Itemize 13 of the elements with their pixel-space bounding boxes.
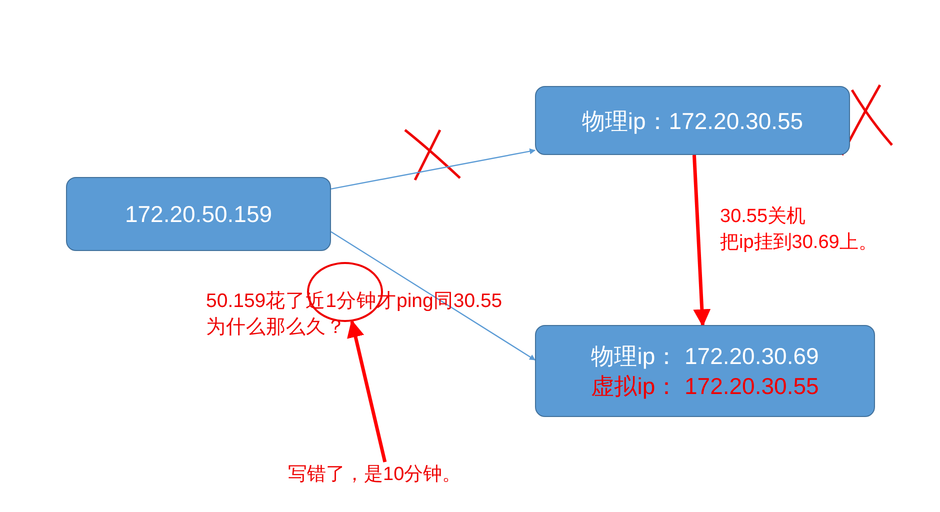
box-text: 虚拟ip： 172.20.30.55	[591, 372, 819, 401]
box-text: 172.20.50.159	[124, 200, 272, 229]
box-text: 物理ip：172.20.30.55	[582, 106, 804, 136]
note-text: 写错了，是10分钟。	[288, 462, 488, 488]
arrow	[330, 231, 536, 360]
edge-label: 30.55关机把ip挂到30.69上。	[720, 205, 878, 255]
box-text: 物理ip： 172.20.30.69	[591, 342, 819, 371]
arrow	[330, 148, 536, 190]
arrow	[347, 320, 387, 462]
process-box	[535, 86, 850, 155]
arrow	[692, 154, 711, 327]
process-box	[66, 177, 331, 251]
process-box	[535, 325, 875, 417]
